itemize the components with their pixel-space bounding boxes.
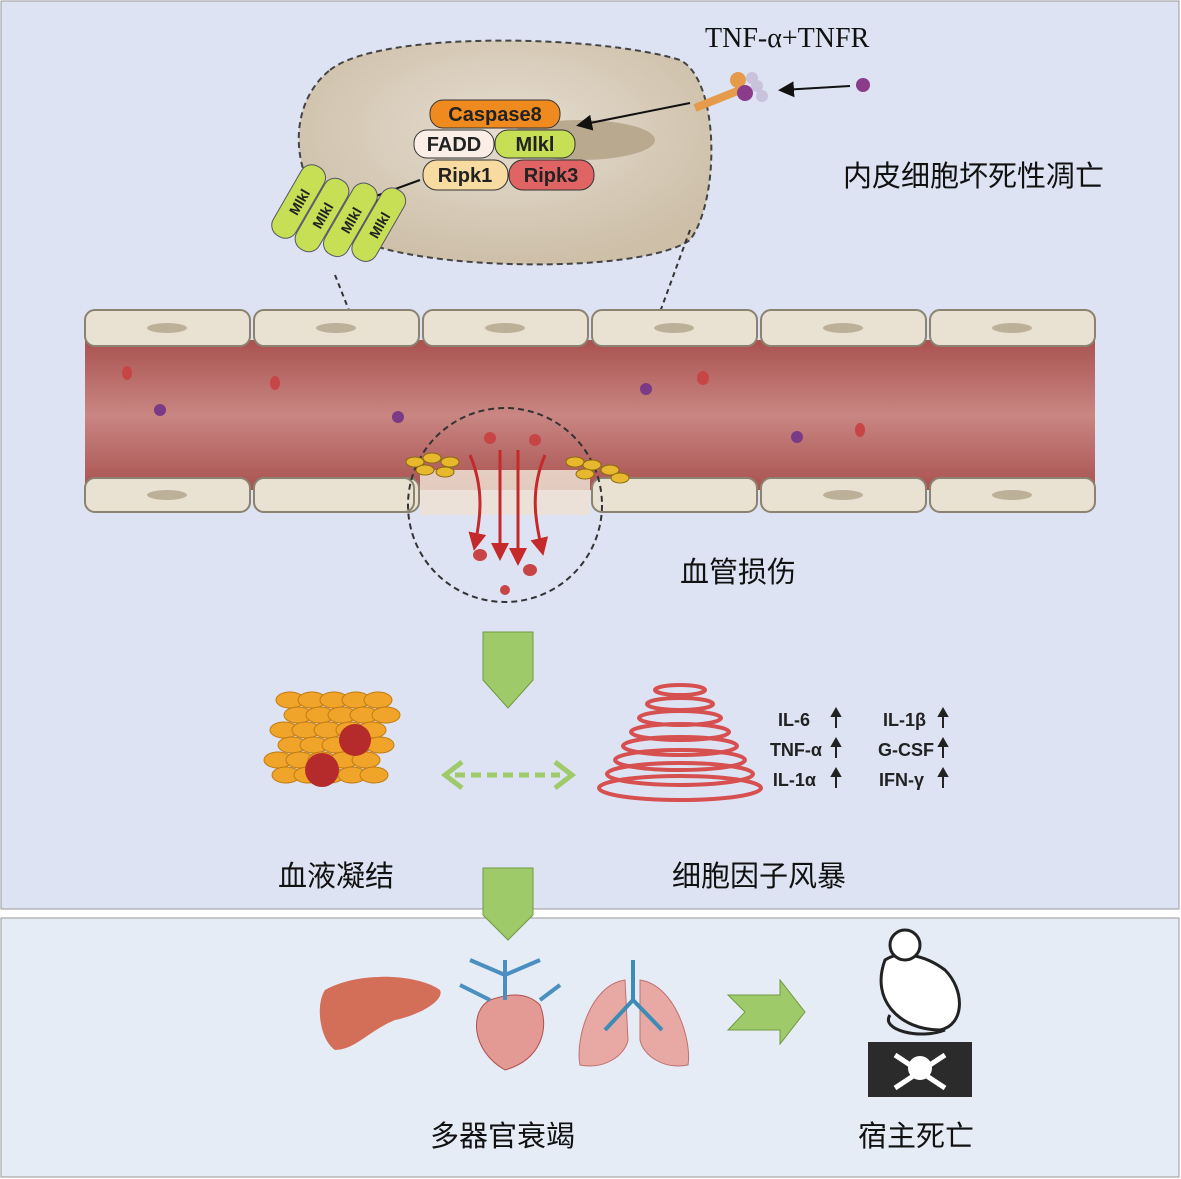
vascular-injury-label: 血管损伤	[680, 555, 796, 589]
up-arrow-icon	[937, 736, 949, 758]
cytokine-name: G-CSF	[878, 740, 934, 760]
liver-icon	[319, 976, 441, 1050]
endothelial-cell	[253, 477, 415, 513]
fadd-label: FADD	[427, 134, 481, 156]
blood-clot-icon	[263, 691, 401, 787]
storm-ring	[629, 722, 731, 742]
storm-ring	[613, 748, 747, 772]
mlkl-label: Mlkl	[516, 134, 555, 156]
storm-ring	[597, 774, 763, 802]
ripk3-label: Ripk3	[524, 165, 578, 187]
platelet-aggregates	[405, 452, 630, 484]
skull	[908, 1056, 932, 1080]
necroptosis-label: 内皮细胞坏死性凋亡	[843, 159, 1104, 193]
down-arrow-icon	[482, 867, 534, 941]
storm-ring	[653, 683, 707, 697]
cytokine-storm-label: 细胞因子风暴	[672, 859, 846, 893]
signal-arrow	[576, 102, 691, 131]
tnf-receptor-label: TNF-α+TNFR	[705, 23, 870, 54]
vessel-wall-top	[84, 309, 1096, 347]
cytokine-name: IL-1β	[883, 710, 926, 730]
cytokine-name: TNF-α	[770, 740, 822, 760]
up-arrow-icon	[830, 766, 842, 788]
host-death-label: 宿主死亡	[858, 1119, 974, 1153]
cytokine-name: IL-1α	[773, 770, 816, 790]
red-blood-cell	[339, 724, 371, 756]
leaked-blood-cells	[473, 549, 537, 595]
lungs-icon	[578, 960, 690, 1067]
necrosome-complex: Caspase8 FADD Mlkl Ripk1 Ripk3	[413, 99, 595, 191]
dead-mouse-icon	[879, 928, 961, 1036]
up-arrow-icon	[937, 766, 949, 788]
up-arrow-icon	[937, 706, 949, 728]
up-arrow-icon	[830, 706, 842, 728]
organ-failure-label: 多器官衰竭	[430, 1119, 575, 1153]
vessel-wall-bottom	[84, 477, 1096, 513]
damaged-endothelium	[420, 470, 590, 515]
caspase8-label: Caspase8	[448, 104, 541, 126]
down-arrow-icon	[482, 631, 534, 709]
storm-ring	[621, 735, 739, 757]
mlkl-oligomer: Mlkl Mlkl Mlkl Mlkl	[271, 164, 407, 262]
storm-ring	[605, 761, 755, 787]
injury-zoom-circle	[407, 407, 603, 603]
platelet	[371, 706, 401, 724]
tnf-ligand	[856, 78, 870, 92]
platelet	[363, 691, 393, 709]
cytokine-list: IL-6 IL-1β TNF-α G-CSF IL-1α IFN-γ	[770, 706, 949, 790]
endothelial-cell	[591, 477, 758, 513]
red-blood-cell	[305, 753, 339, 787]
up-arrow-icon	[830, 736, 842, 758]
right-arrow-icon	[726, 978, 806, 1046]
bidirectional-arrow-icon	[440, 760, 577, 790]
cytokine-name: IL-6	[778, 710, 810, 730]
cytokine-storm-icon	[597, 683, 763, 802]
coagulation-label: 血液凝结	[278, 859, 394, 893]
ligand-arrow	[778, 81, 851, 98]
cytokine-name: IFN-γ	[879, 770, 924, 790]
tnfr-receptor-icon	[693, 72, 768, 112]
ripk1-label: Ripk1	[438, 165, 492, 187]
leak-arrows	[468, 450, 549, 566]
heart-icon	[459, 958, 562, 1071]
platelet	[359, 766, 389, 784]
blood-cells	[122, 366, 865, 446]
